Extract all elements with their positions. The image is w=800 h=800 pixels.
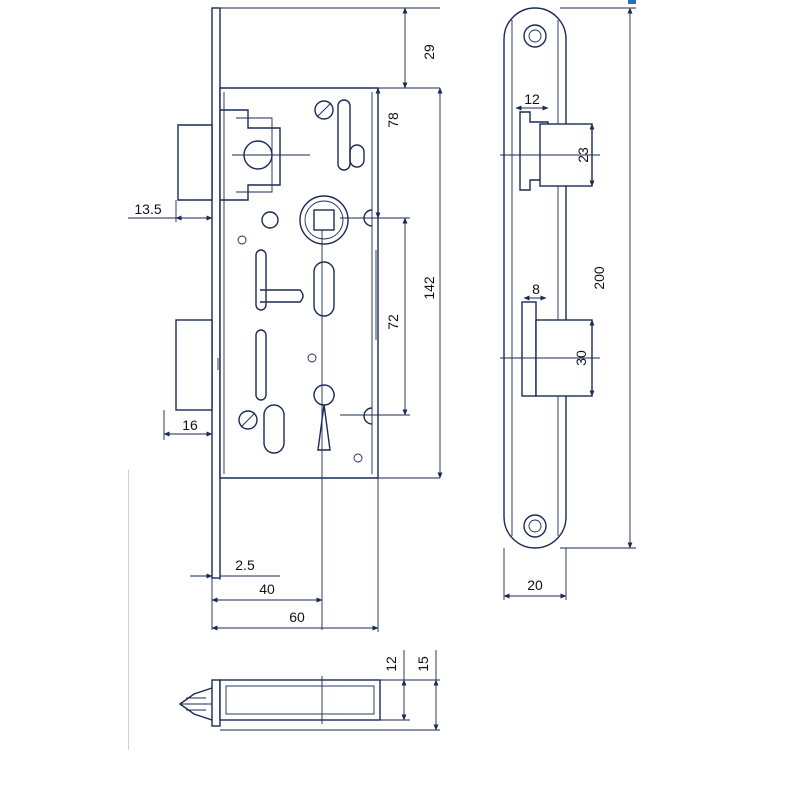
dim-12-top-view: 12 bbox=[383, 656, 399, 672]
lock-case bbox=[219, 87, 379, 479]
dim-16: 16 bbox=[182, 417, 198, 433]
dim-15: 15 bbox=[415, 656, 431, 672]
top-view-dimensions bbox=[220, 650, 440, 731]
strike-plate bbox=[503, 7, 567, 549]
top-view-case bbox=[219, 679, 381, 721]
top-screw bbox=[314, 100, 334, 120]
bottom-screw bbox=[238, 410, 258, 430]
dim-78: 78 bbox=[385, 112, 401, 128]
dim-13-5: 13.5 bbox=[134, 201, 161, 217]
strike-plate-dimensions bbox=[503, 7, 636, 600]
strike-plate-view bbox=[500, 7, 600, 549]
corner-accent-mark bbox=[628, 0, 636, 4]
dim-72: 72 bbox=[385, 314, 401, 330]
dim-142: 142 bbox=[421, 276, 437, 300]
dim-60: 60 bbox=[289, 609, 305, 625]
dim-30: 30 bbox=[573, 350, 589, 366]
top-view-dimension-labels: 12 15 bbox=[383, 656, 431, 672]
strike-top-screw bbox=[523, 24, 547, 48]
dim-29: 29 bbox=[421, 44, 437, 60]
dim-200: 200 bbox=[591, 266, 607, 290]
latch-bolt bbox=[177, 124, 213, 201]
page-edge-line bbox=[128, 470, 129, 750]
dim-23: 23 bbox=[575, 147, 591, 163]
lock-body-front-view bbox=[175, 7, 379, 630]
main-body-dimension-labels: 29 78 142 72 13.5 16 2.5 40 60 bbox=[134, 44, 437, 625]
spindle-hub bbox=[299, 195, 349, 245]
lock-top-view bbox=[178, 676, 381, 727]
keyhole bbox=[313, 384, 335, 451]
dim-20: 20 bbox=[527, 577, 543, 593]
faceplate bbox=[211, 7, 221, 579]
dead-bolt bbox=[175, 319, 213, 411]
strike-plate-dimension-labels: 12 23 8 30 200 20 bbox=[524, 91, 607, 593]
dim-2-5: 2.5 bbox=[235, 557, 255, 573]
strike-bottom-screw bbox=[523, 514, 547, 538]
dim-40: 40 bbox=[259, 581, 275, 597]
dim-12-strike: 12 bbox=[524, 91, 540, 107]
top-view-faceplate bbox=[211, 679, 221, 727]
spindle-square bbox=[313, 209, 335, 231]
main-body-dimensions bbox=[128, 7, 443, 632]
dim-8: 8 bbox=[532, 281, 540, 297]
bolt-opening bbox=[521, 301, 537, 397]
